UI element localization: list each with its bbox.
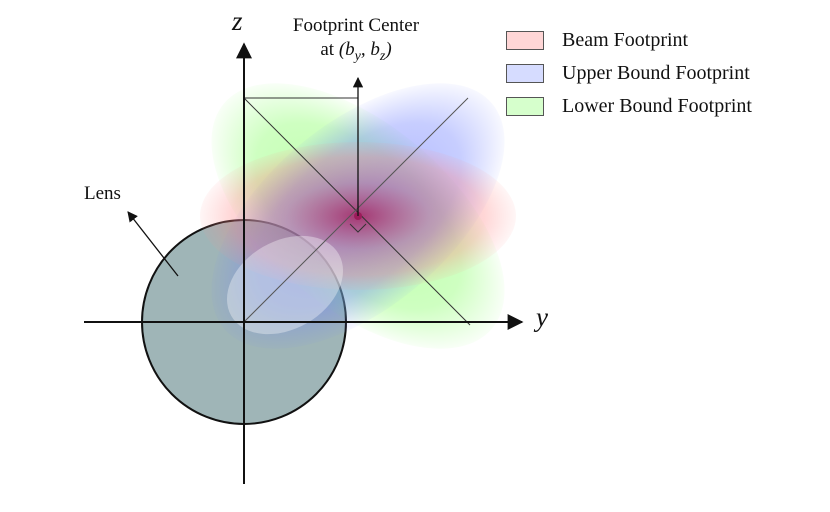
legend-label-beam: Beam Footprint — [562, 29, 689, 51]
legend-swatch-upper — [506, 64, 544, 83]
legend-label-upper: Upper Bound Footprint — [562, 62, 750, 84]
legend-swatch-lower — [506, 97, 544, 116]
footprint-center-title: Footprint Center — [292, 15, 420, 36]
legend-label-lower: Lower Bound Footprint — [562, 95, 752, 117]
footprint-center-label: Footprint Center at (by, bz) — [266, 14, 446, 69]
legend-item-lower: Lower Bound Footprint — [506, 90, 752, 123]
right-angle-marker — [349, 223, 367, 233]
footprint-center-at: at — [320, 39, 335, 60]
legend-item-upper: Upper Bound Footprint — [506, 57, 752, 90]
z-axis-label: z — [232, 6, 243, 36]
guide-line-upper — [243, 97, 469, 323]
lens-arrow — [127, 211, 179, 277]
legend-swatch-beam — [506, 31, 544, 50]
legend-item-beam: Beam Footprint — [506, 24, 752, 57]
legend: Beam Footprint Upper Bound Footprint Low… — [506, 24, 752, 123]
guide-line-lower — [243, 97, 471, 326]
footprint-center-coords: at (by, bz) — [266, 38, 446, 69]
footprint-center-math: (by, bz) — [338, 39, 392, 64]
y-axis-label: y — [536, 302, 548, 332]
lens-label: Lens — [84, 183, 121, 204]
